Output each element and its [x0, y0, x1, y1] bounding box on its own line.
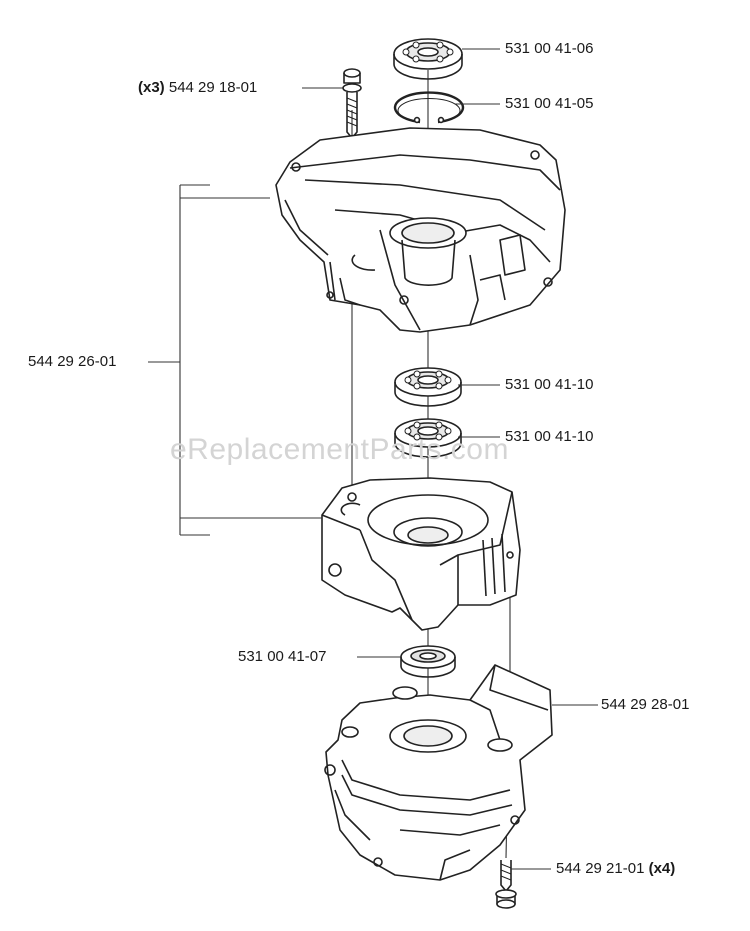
callout-bearing-lower[interactable]: 531 00 41-07	[238, 648, 326, 666]
leader-lines	[148, 48, 598, 870]
part-number: 544 29 28-01	[601, 696, 690, 713]
quantity: (x4)	[648, 860, 676, 877]
part-number: 544 29 18-01	[168, 79, 258, 96]
top-bearing[interactable]	[393, 38, 463, 80]
part-number: 531 00 41-10	[505, 428, 594, 445]
gear-housing[interactable]	[324, 664, 553, 881]
part-number: 544 29 26-01	[28, 353, 117, 370]
callout-screw-top[interactable]: (x3) 544 29 18-01	[138, 79, 257, 97]
bottom-screw[interactable]	[495, 860, 517, 909]
part-number: 531 00 41-07	[238, 648, 327, 665]
part-number: 531 00 41-10	[505, 376, 594, 393]
mid-bearing-1[interactable]	[394, 367, 462, 407]
quantity: (x3)	[138, 79, 165, 96]
lower-crankcase[interactable]	[321, 477, 521, 631]
part-number: 531 00 41-05	[505, 95, 594, 112]
callout-bearing-mid-2[interactable]: 531 00 41-10	[505, 428, 593, 446]
watermark: eReplacementParts.com	[170, 433, 509, 466]
callout-bearing-top[interactable]: 531 00 41-06	[505, 40, 593, 58]
part-number: 544 29 21-01	[556, 860, 645, 877]
upper-crankcase[interactable]	[275, 127, 566, 333]
part-number: 531 00 41-06	[505, 40, 594, 57]
callout-crankcase-assembly[interactable]: 544 29 26-01	[28, 353, 116, 371]
circlip[interactable]	[393, 91, 465, 124]
callout-circlip[interactable]: 531 00 41-05	[505, 95, 593, 113]
callout-bearing-mid-1[interactable]: 531 00 41-10	[505, 376, 593, 394]
callout-gear-housing[interactable]: 544 29 28-01	[601, 696, 689, 714]
mid-bearing-2[interactable]	[394, 418, 462, 458]
callout-screw-bottom[interactable]: 544 29 21-01 (x4)	[556, 860, 675, 878]
